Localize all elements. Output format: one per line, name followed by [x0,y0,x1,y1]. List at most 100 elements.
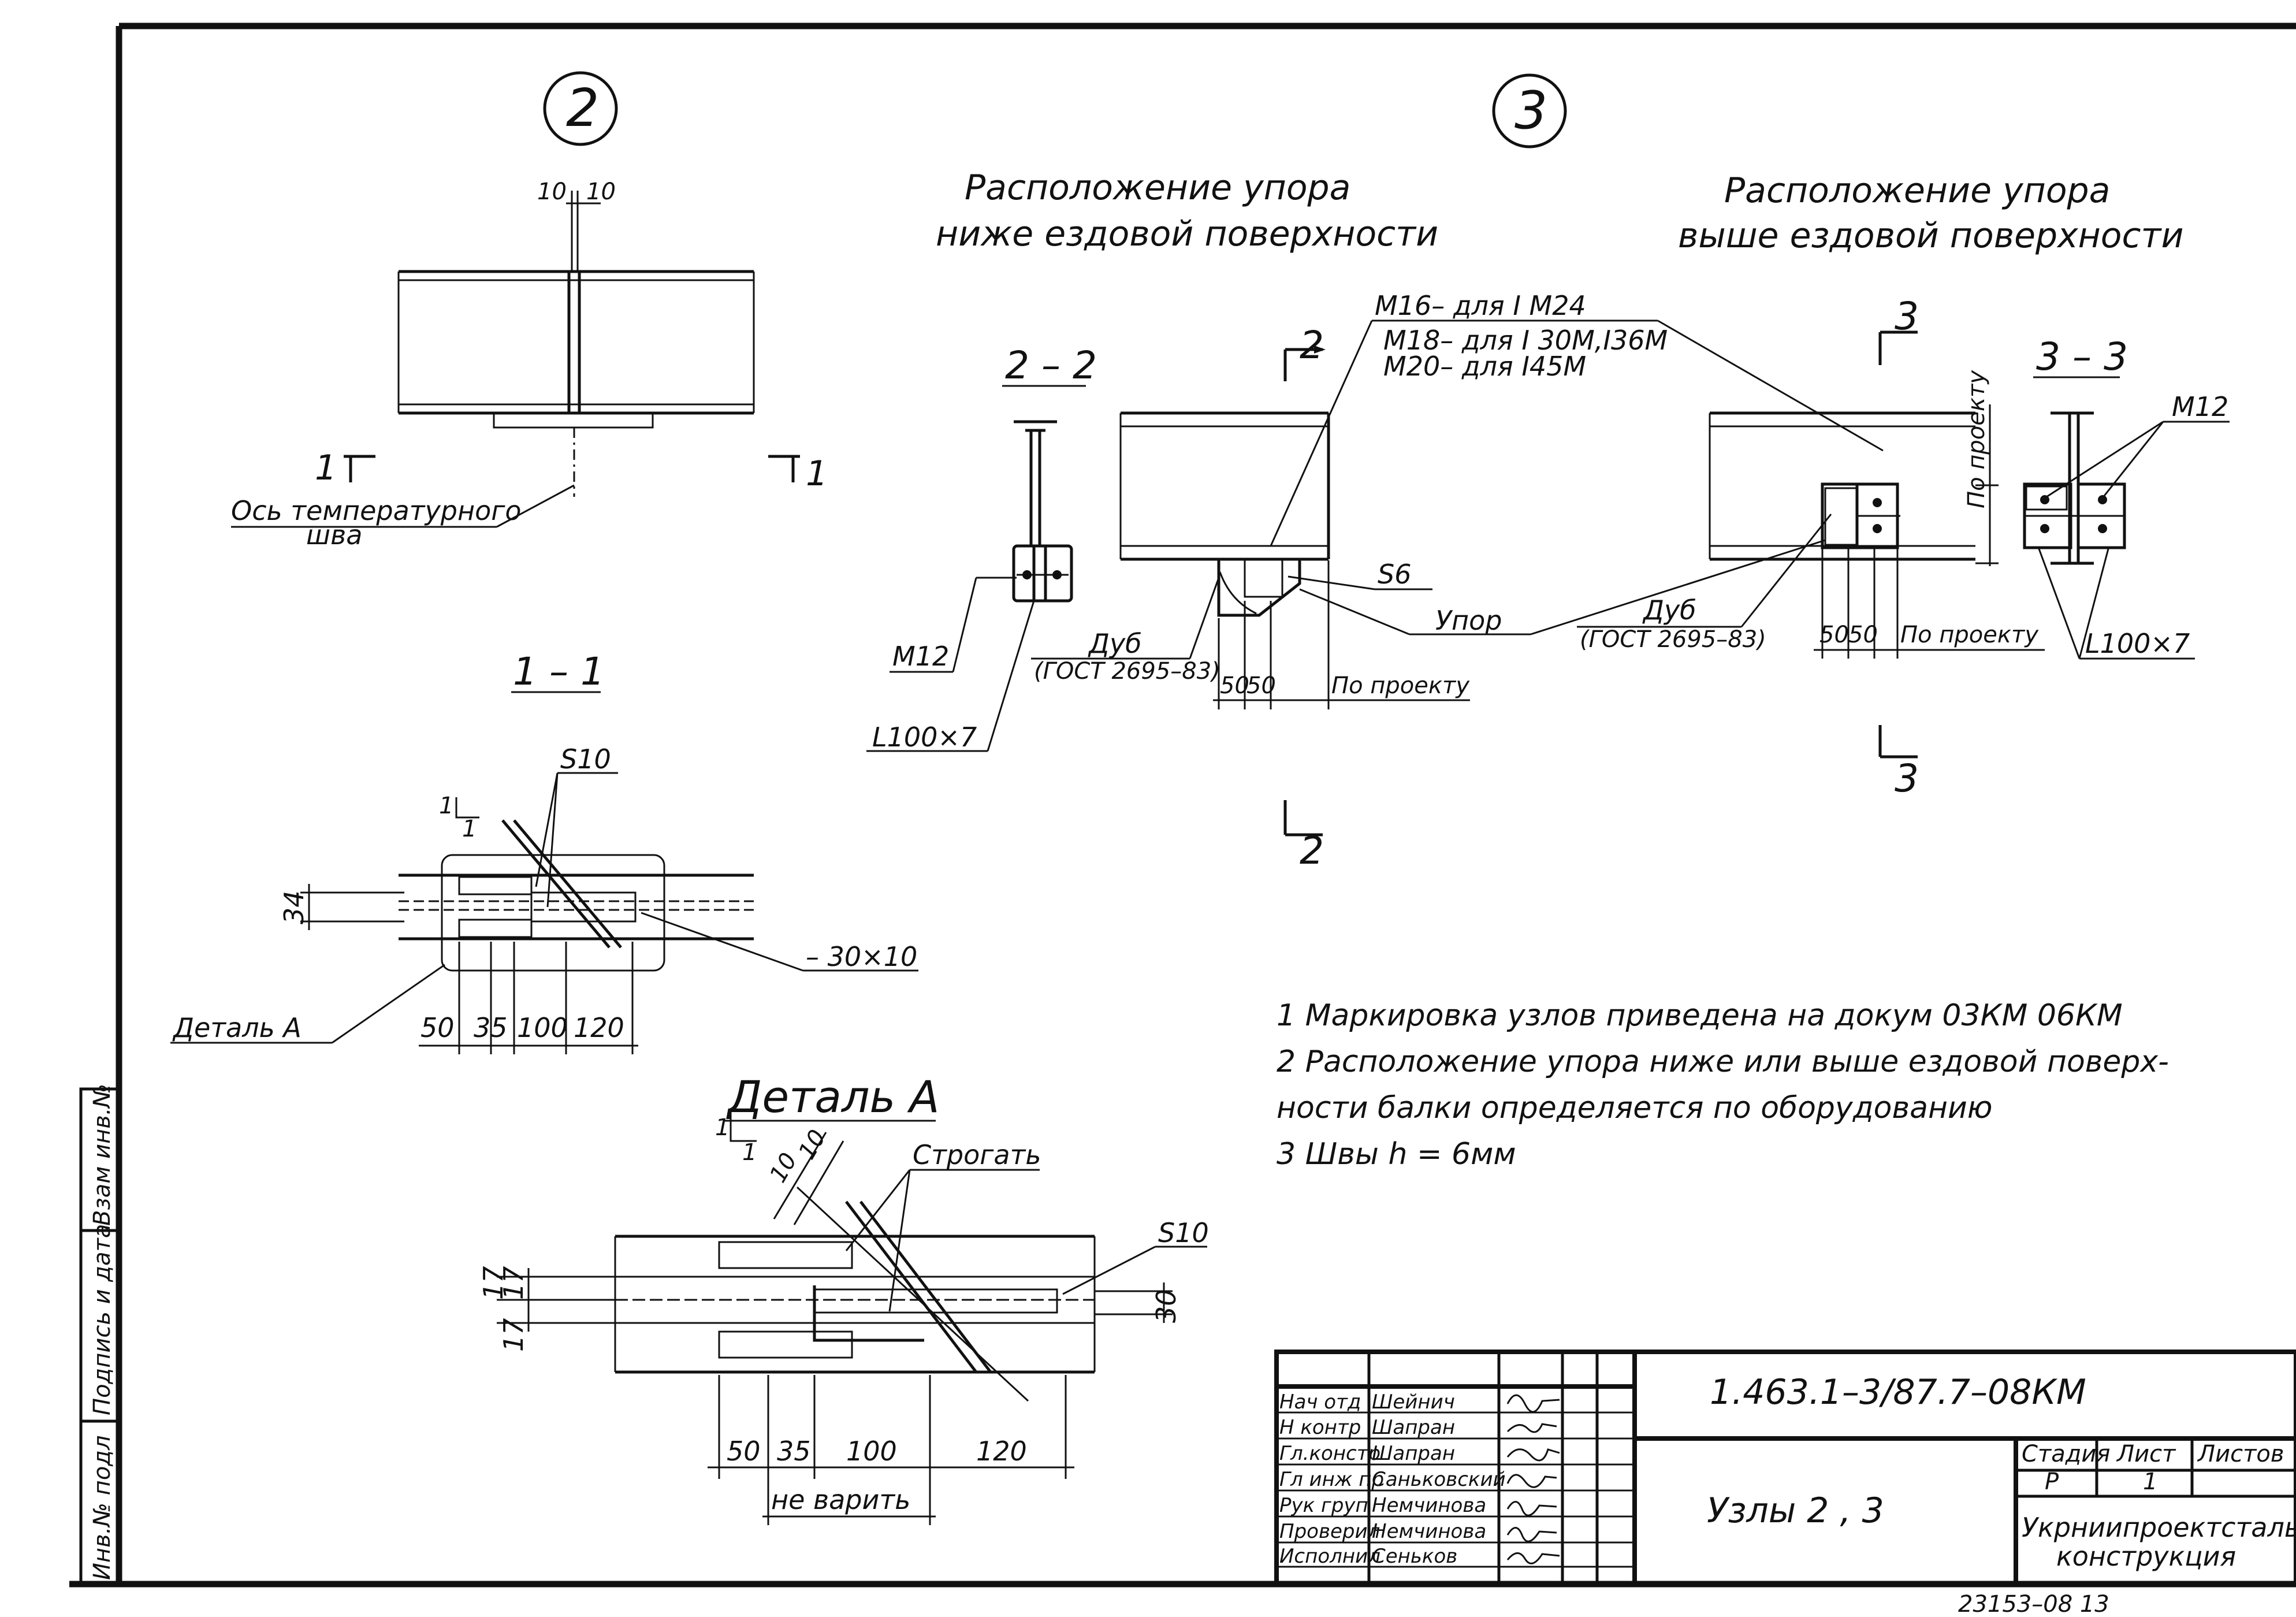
by-project-vertical: По проекту [1963,370,1990,508]
node-3-number: 3 [1514,80,1547,141]
sheet-value: 1 [2143,1469,2157,1495]
signature-6 [1506,1527,1557,1542]
dim-35: 35 [474,1012,508,1043]
bolt-spec-3: М20– для I45М [1383,351,1586,382]
detail-a: Деталь А 1 1 10 10 Строгать S10 [478,1071,1209,1525]
tb-role-2: Н контр [1279,1416,1361,1439]
tb-name-6: Немчинова [1372,1520,1486,1543]
section-1-left-num: 1 [315,448,337,488]
side-stamp: Инв.№ подл Подпись и дата Взам инв.№ [79,1084,121,1586]
dim-10-right: 10 [586,179,616,205]
note-3: 3 Швы h = 6мм [1277,1137,1516,1172]
gap-10b: 10 [794,1125,831,1164]
detail-a-title: Деталь А [726,1071,940,1122]
by-project-right: По проекту [1900,622,2039,648]
org-line-1: Укрниипроектсталь- [2022,1512,2296,1543]
dim-50b: 50 [1246,672,1276,699]
detail-dim-100: 100 [846,1436,897,1467]
heading-above-1: Расположение упора [1724,170,2110,211]
sheets-header: Листов [2197,1441,2284,1467]
mark-2-top: 2 [1300,323,1324,367]
m12-left: М12 [892,641,949,672]
dim-50a: 50 [1220,672,1249,699]
oak-right-2: (ГОСТ 2695–83) [1580,626,1766,653]
plane-label: Строгать [913,1139,1041,1170]
signature-7 [1506,1552,1560,1564]
heading-above-2: выше ездовой поверхности [1678,215,2183,256]
detail-a-ref: Деталь А [172,1012,302,1043]
node-2-mark: 2 [543,71,618,146]
doc-code: 1.463.1–3/87.7–08КМ [1710,1372,2086,1412]
note-2: 2 Расположение упора ниже или выше ездов… [1277,1044,2169,1079]
stamp-signature-date: Подпись и дата [89,1224,116,1415]
bolt-spec-2: М18– для I 30М,I36М [1383,325,1668,356]
tb-role-4: Гл инж пр [1279,1468,1384,1491]
detail-weld: S10 [1158,1217,1209,1248]
tb-name-4: Саньковский [1372,1468,1506,1491]
detail-dim-35: 35 [777,1436,811,1467]
m12-right: М12 [2172,391,2228,422]
dim-50: 50 [421,1012,455,1043]
notes: 1 Маркировка узлов приведена на докум 03… [1277,998,2169,1172]
tb-name-5: Немчинова [1372,1494,1486,1517]
stage-header: Стадия [2022,1441,2110,1467]
note-1: 1 Маркировка узлов приведена на докум 03… [1277,998,2123,1033]
section-1-1-title: 1 – 1 [513,649,605,694]
detail-slope-1a: 1 [715,1114,730,1141]
tb-role-3: Гл.констр [1279,1442,1380,1465]
tb-name-7: Сеньков [1372,1545,1457,1568]
by-project-left: По проекту [1331,672,1470,699]
title-block: Нач отд Шейнич Н контр Шапран Гл.констр … [1274,1350,2296,1586]
dim-17b: 17 [498,1318,529,1352]
detail-dim-50: 50 [727,1436,761,1467]
section-1-1: 1 – 1 S10 1 1 34 – 30×10 Деталь А [170,649,918,1054]
signature-4 [1506,1474,1557,1488]
elevation-above: 3 3 Дуб (ГОСТ 2695–83) 50 50 По проекту … [1577,294,2045,801]
dim-10-left: 10 [537,179,567,205]
stamp-inv-no: Инв.№ подл [89,1435,116,1580]
mark-3-bottom: 3 [1895,756,1919,801]
axis-label-line1: Ось температурного [231,495,522,526]
section-2-2: 2 – 2 М12 L100×7 [866,343,1097,753]
tb-name-3: Шапран [1372,1442,1455,1465]
tb-name-1: Шейнич [1372,1391,1455,1414]
detail-slope-1b: 1 [742,1139,757,1166]
no-weld-label: не варить [771,1484,910,1515]
oak-left-2: (ГОСТ 2695–83) [1034,658,1220,685]
oak-right-1: Дуб [1642,594,1696,626]
stage-value: Р [2045,1469,2059,1495]
heading-below-2: ниже ездовой поверхности [936,214,1438,254]
weld-s6: S6 [1378,559,1411,590]
dim-34: 34 [278,890,310,924]
section-2-2-title: 2 – 2 [1005,343,1097,388]
detail-dim-120: 120 [976,1436,1027,1467]
elevation-below: 2 2 S6 Упор Дуб (ГОСТ 2695–83) 50 50 [1031,323,1826,873]
slope-1b: 1 [462,816,477,842]
bolt-spec: М16– для I М24 М18– для I 30М,I36М М20– … [1270,290,1884,547]
section-1-1-weld: S10 [560,744,611,775]
note-2-cont: ности балки определяется по оборудованию [1277,1091,1993,1125]
tb-role-6: Проверил [1279,1520,1380,1543]
angle-right: L100×7 [2085,628,2190,659]
tb-name-2: Шапран [1372,1416,1455,1439]
node-3-mark: 3 [1492,73,1567,148]
archive-number: 23153–08 13 [1958,1591,2109,1614]
signature-1 [1506,1394,1560,1413]
plate-30x10: – 30×10 [806,941,917,972]
axis-label-line2: шва [306,519,362,551]
dim-30: 30 [1151,1289,1182,1323]
dim-50c: 50 [1819,622,1849,648]
section-3-3-title: 3 – 3 [2036,334,2128,379]
dim-17a: 17 [498,1266,529,1300]
org-line-2: конструкция [2056,1541,2236,1572]
slope-1a: 1 [439,793,453,819]
angle-left: L100×7 [872,722,977,753]
signature-2 [1506,1423,1557,1433]
signature-3 [1506,1448,1560,1462]
node-2-number: 2 [566,78,599,139]
node-2-beam-elevation: 10 10 1 1 Ось температурного шва [231,179,828,551]
stop-label: Упор [1435,605,1502,636]
stamp-replaced-inv: Взам инв.№ [89,1084,116,1226]
